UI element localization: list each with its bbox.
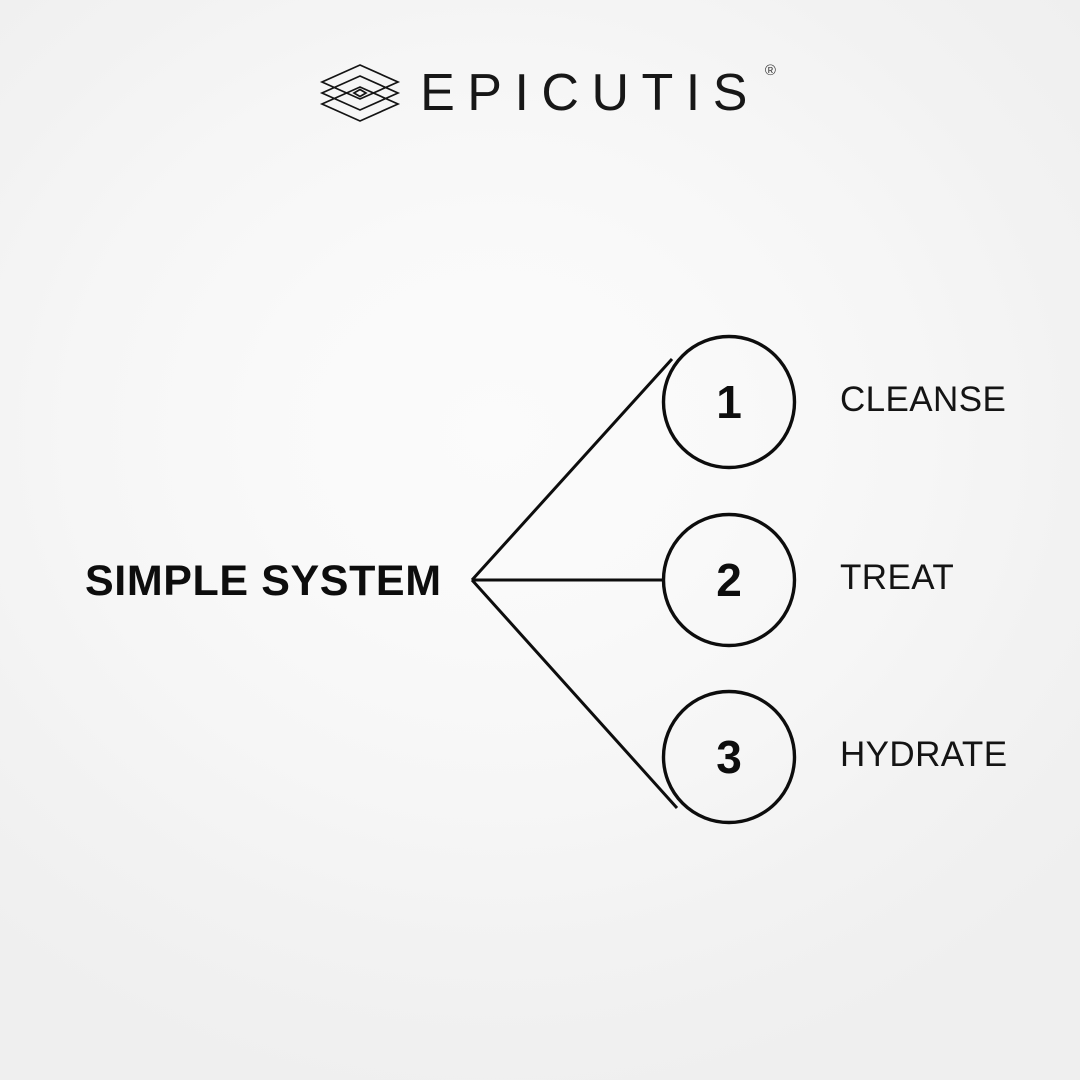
node-circle-2[interactable]	[661, 512, 797, 648]
node-label-treat: TREAT	[840, 558, 955, 597]
node-number-3: 3	[716, 731, 742, 783]
node-number-1: 1	[716, 376, 742, 428]
brand-lockup: EPICUTIS ®	[0, 62, 1080, 124]
node-circle-1[interactable]	[661, 334, 797, 470]
brand-wordmark: EPICUTIS	[420, 64, 760, 122]
node-circle-3[interactable]	[661, 689, 797, 825]
stacked-layers-diamond-icon	[319, 64, 401, 122]
connector-line-1	[470, 357, 674, 582]
root-label: SIMPLE SYSTEM	[85, 557, 442, 605]
node-number-2: 2	[716, 554, 742, 606]
connector-line-3	[470, 578, 679, 810]
registered-trademark-icon: ®	[764, 62, 776, 79]
node-label-cleanse: CLEANSE	[840, 380, 1007, 419]
brand-wordmark-wrap: EPICUTIS ®	[420, 63, 776, 122]
node-label-hydrate: HYDRATE	[840, 735, 1008, 774]
